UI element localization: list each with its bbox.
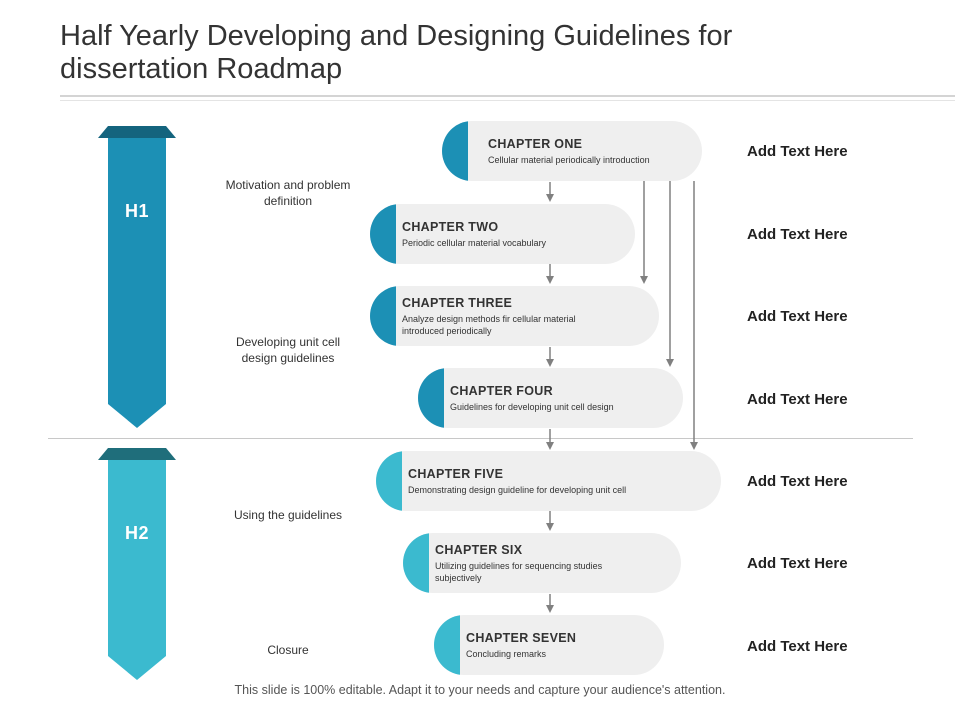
- add-text-placeholder-1: Add Text Here: [747, 143, 848, 160]
- h2-label: H2: [124, 523, 149, 543]
- chapter-title: CHAPTER THREE: [402, 295, 513, 310]
- stage-label-motivation: Motivation and problem definition: [225, 178, 351, 208]
- chapter-title: CHAPTER SIX: [435, 542, 523, 557]
- stage-label-developing: Developing unit cell design guidelines: [235, 335, 341, 365]
- half-divider-line: [48, 438, 913, 439]
- chapter-pill-seven: CHAPTER SEVEN Concluding remarks: [434, 615, 664, 675]
- chapter-description: Periodic cellular material vocabulary: [402, 237, 547, 248]
- add-text-placeholder-4: Add Text Here: [747, 391, 848, 408]
- chapter-title: CHAPTER FIVE: [408, 466, 504, 481]
- add-text-placeholder-2: Add Text Here: [747, 226, 848, 243]
- chapter-pill-four: CHAPTER FOUR Guidelines for developing u…: [418, 368, 683, 428]
- chapter-title: CHAPTER SEVEN: [466, 630, 577, 645]
- chapter-pill-three: CHAPTER THREE Analyze design methods fir…: [370, 286, 659, 346]
- page-title: Half Yearly Developing and Designing Gui…: [60, 20, 733, 85]
- chapter-description: Analyze design methods fir cellular mate…: [402, 313, 576, 336]
- title-underline-thin: [60, 100, 955, 101]
- chapter-title: CHAPTER FOUR: [450, 383, 553, 398]
- h1-ribbon: [98, 126, 176, 428]
- chapter-pill-one: CHAPTER ONE Cellular material periodical…: [442, 121, 702, 181]
- chapter-title: CHAPTER ONE: [488, 136, 583, 151]
- h2-ribbon: [98, 448, 176, 680]
- chapter-description: Guidelines for developing unit cell desi…: [450, 401, 614, 412]
- footer-note: This slide is 100% editable. Adapt it to…: [234, 683, 726, 697]
- add-text-placeholder-3: Add Text Here: [747, 308, 848, 325]
- chapter-description: Demonstrating design guideline for devel…: [408, 484, 627, 495]
- chapter-pill-six: CHAPTER SIX Utilizing guidelines for seq…: [403, 533, 681, 593]
- chapter-pill-two: CHAPTER TWO Periodic cellular material v…: [370, 204, 635, 264]
- add-text-placeholder-5: Add Text Here: [747, 473, 848, 490]
- chapter-description: Utilizing guidelines for sequencing stud…: [435, 560, 603, 583]
- h1-label: H1: [124, 201, 149, 221]
- chapter-description: Concluding remarks: [466, 648, 547, 659]
- add-text-placeholder-6: Add Text Here: [747, 555, 848, 572]
- chapter-description: Cellular material periodically introduct…: [488, 154, 650, 165]
- stage-label-closure: Closure: [267, 643, 309, 657]
- add-text-placeholder-7: Add Text Here: [747, 638, 848, 655]
- title-underline: [60, 95, 955, 97]
- chapter-title: CHAPTER TWO: [402, 219, 499, 234]
- stage-label-using: Using the guidelines: [233, 508, 343, 522]
- chapter-pill-five: CHAPTER FIVE Demonstrating design guidel…: [376, 451, 721, 511]
